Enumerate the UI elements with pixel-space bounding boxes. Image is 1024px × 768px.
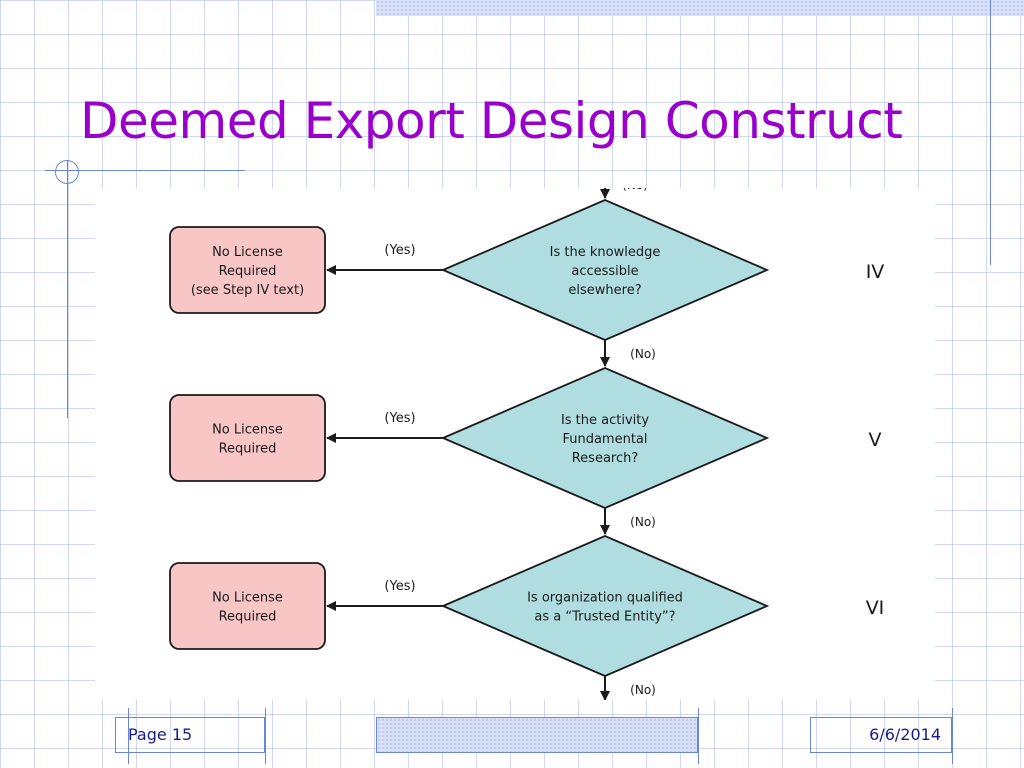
yes-label: (Yes) (384, 411, 415, 426)
outcome-text-line: Required (219, 264, 277, 279)
outcome-text-line: No License (212, 423, 283, 438)
top-decorative-band (376, 0, 1024, 16)
decision-question-line: Research? (572, 451, 639, 466)
footer-center-band (376, 717, 698, 753)
outcome-text-line: No License (212, 245, 283, 260)
decision-question-line: Is the knowledge (550, 245, 661, 260)
outcome-text-line: No License (212, 591, 283, 606)
decision-question-line: Is the activity (561, 413, 649, 428)
yes-label: (Yes) (384, 243, 415, 258)
no-label: (No) (630, 347, 656, 361)
decision-question-line: Fundamental (562, 432, 647, 447)
step-roman-numeral: VI (866, 597, 885, 619)
outcome-text-line: (see Step IV text) (191, 283, 304, 298)
slide-title: Deemed Export Design Construct (80, 92, 903, 150)
outcome-text-line: Required (219, 610, 277, 625)
step-roman-numeral: V (869, 429, 882, 451)
page-number-text: Page 15 (128, 725, 193, 744)
step-roman-numeral: IV (866, 261, 885, 283)
decision-question-line: as a “Trusted Entity”? (534, 610, 675, 625)
frame-line-under-title (45, 170, 245, 171)
date-text: 6/6/2014 (869, 725, 941, 744)
flowchart-diagram: (No) Is the knowledge accessible elsewhere?… (95, 188, 935, 700)
decision-diamond-2 (440, 535, 770, 677)
no-label: (No) (630, 683, 656, 697)
frame-line-left (67, 160, 68, 418)
flowchart-svg: (No) Is the knowledge accessible elsewhere?… (169, 188, 885, 700)
crosshair-ornament (55, 160, 79, 184)
decision-question-line: Is organization qualified (527, 591, 683, 606)
decision-question-line: accessible (571, 264, 638, 279)
outcome-box-1 (169, 394, 326, 482)
yes-label: (Yes) (384, 579, 415, 594)
footer-tick-1 (128, 708, 129, 764)
outcome-box-2 (169, 562, 326, 650)
footer-page-number: Page 15 (115, 717, 265, 753)
top-no-label: (No) (622, 188, 648, 192)
frame-line-right (990, 0, 991, 265)
outcome-box-0 (169, 226, 326, 314)
footer-tick-4 (952, 708, 953, 764)
footer-date: 6/6/2014 (810, 717, 952, 753)
decision-diamond-1 (440, 367, 770, 509)
outcome-text-line: Required (219, 442, 277, 457)
footer-tick-3 (698, 708, 699, 764)
decision-diamond-0 (440, 199, 770, 341)
no-label: (No) (630, 515, 656, 529)
decision-question-line: elsewhere? (568, 283, 641, 298)
footer-tick-2 (265, 708, 266, 764)
